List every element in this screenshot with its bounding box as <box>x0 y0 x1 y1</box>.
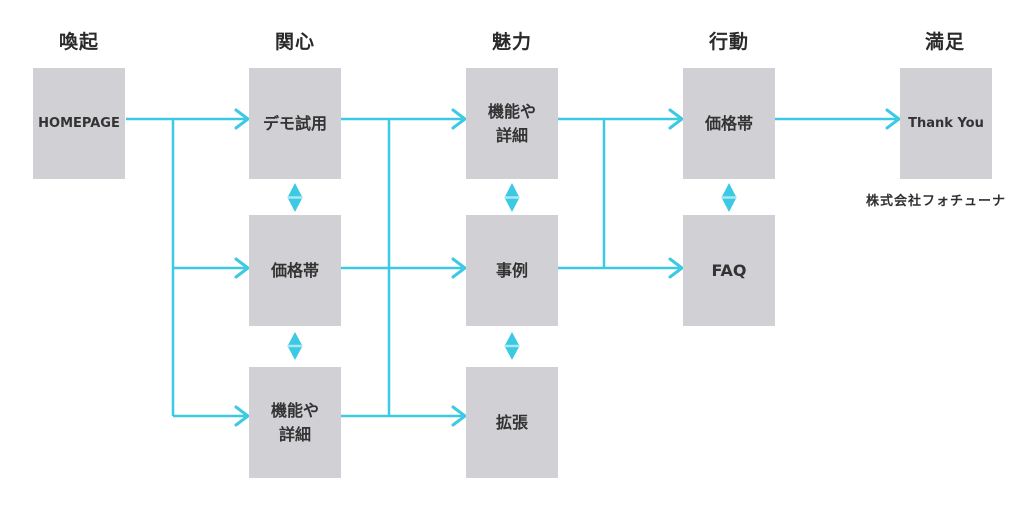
node-features-details-interest: 機能や 詳細 <box>249 367 341 478</box>
node-case-studies: 事例 <box>466 215 558 326</box>
node-homepage: HOMEPAGE <box>33 68 125 179</box>
node-features-details-appeal: 機能や 詳細 <box>466 68 558 179</box>
node-demo-trial: デモ試用 <box>249 68 341 179</box>
column-header-appeal: 魅力 <box>491 31 532 53</box>
column-header-awareness: 喚起 <box>58 31 99 53</box>
node-thank-you: Thank You <box>900 68 992 179</box>
column-header-interest: 関心 <box>274 31 315 53</box>
node-price-range-action: 価格帯 <box>683 68 775 179</box>
column-header-action: 行動 <box>708 31 749 53</box>
column-header-satisfaction: 満足 <box>924 31 965 53</box>
node-price-range-interest: 価格帯 <box>249 215 341 326</box>
node-expansion: 拡張 <box>466 367 558 478</box>
company-caption: 株式会社フォチューナ <box>865 194 1006 209</box>
node-faq: FAQ <box>683 215 775 326</box>
